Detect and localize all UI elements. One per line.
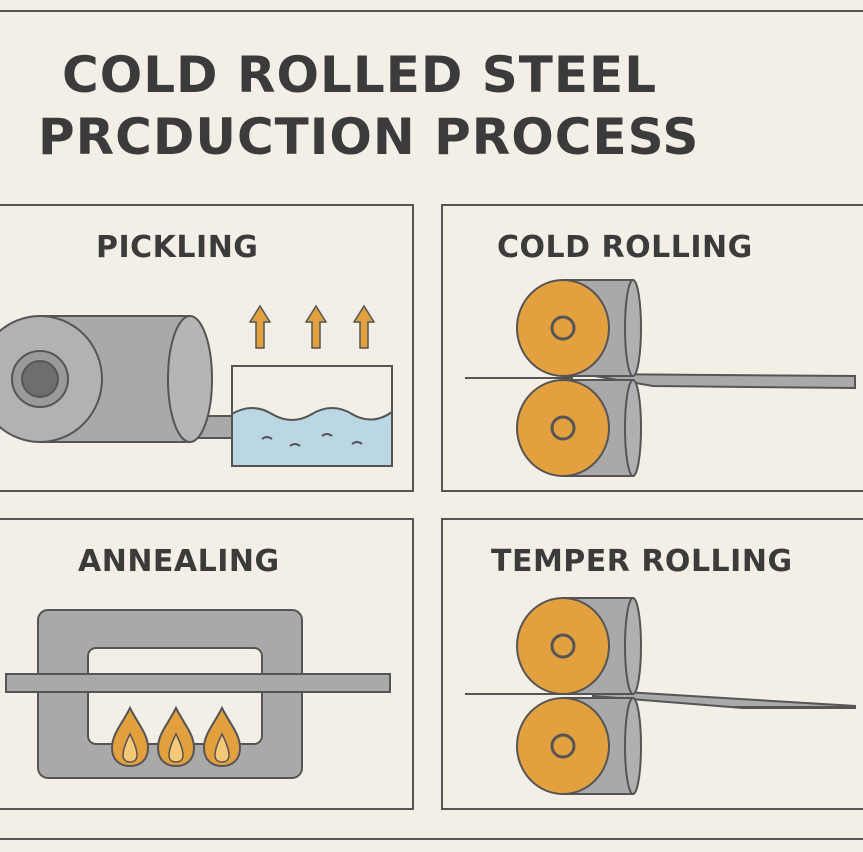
panel-label-cold-rolling: COLD ROLLING <box>497 230 753 265</box>
temper-rolling-illustration <box>465 597 856 795</box>
roller-icon <box>516 279 642 377</box>
steel-strip <box>5 673 391 693</box>
panel-label-temper-rolling: TEMPER ROLLING <box>491 544 793 579</box>
roller-icon <box>516 697 642 795</box>
pickling-illustration <box>0 304 393 467</box>
steel-coil-icon <box>0 315 213 443</box>
top-rule <box>0 10 863 12</box>
panel-cold-rolling: COLD ROLLING <box>441 204 863 492</box>
fume-arrow-icon <box>248 304 376 349</box>
panel-label-pickling: PICKLING <box>96 230 259 265</box>
roller-icon <box>516 597 642 695</box>
cold-rolling-illustration <box>465 279 856 477</box>
panel-pickling: PICKLING <box>0 204 414 492</box>
panel-temper-rolling: TEMPER ROLLING <box>441 518 863 810</box>
roller-icon <box>516 379 642 477</box>
panel-annealing: ANNEALING <box>0 518 414 810</box>
title-line-1: COLD ROLLED STEEL <box>62 46 658 104</box>
title-line-2: PRCDUCTION PROCESS <box>38 108 700 166</box>
bottom-rule <box>0 838 863 840</box>
panel-label-annealing: ANNEALING <box>78 544 280 579</box>
acid-tank-icon <box>231 365 393 467</box>
annealing-illustration <box>5 609 391 779</box>
